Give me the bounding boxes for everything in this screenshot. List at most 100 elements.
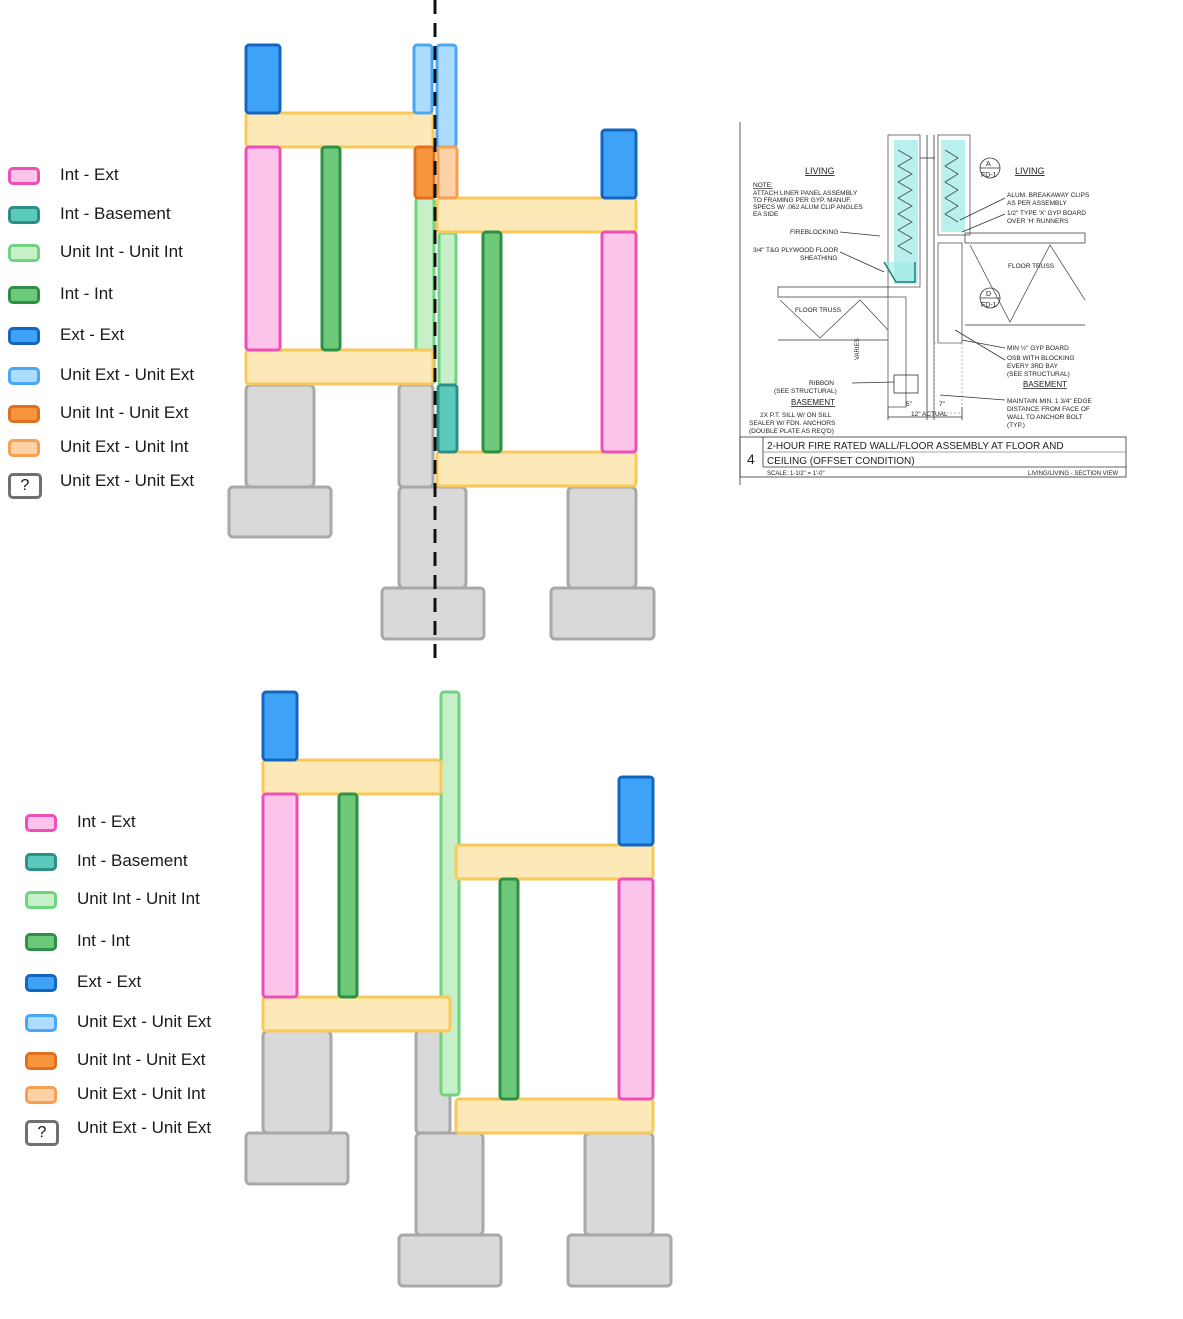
legend-label: Int - Basement — [77, 851, 188, 870]
legend-swatch — [8, 439, 40, 457]
maintain-label: DISTANCE FROM FACE OF — [1007, 406, 1090, 413]
osb-label: EVERY 3RD BAY — [1007, 363, 1059, 370]
title-block — [739, 436, 1127, 478]
legend-label: Unit Int - Unit Ext — [60, 403, 189, 422]
foundation-wall — [261, 1029, 333, 1135]
varies-label: VARIES — [855, 338, 861, 360]
maintain-label: WALL TO ANCHOR BOLT — [1007, 414, 1083, 421]
legend-label: Int - Ext — [77, 812, 136, 831]
note-line: EA SIDE — [753, 211, 779, 218]
floor-plate — [244, 348, 435, 386]
living-label-left: LIVING — [805, 166, 835, 176]
note-line: SPECS W/ .062 ALUM CLIP ANGLES — [753, 204, 863, 211]
legend-label: Unit Ext - Unit Int — [60, 437, 189, 456]
floor-truss-left: FLOOR TRUSS — [795, 307, 842, 314]
sill-label: SEALER W/ FDN. ANCHORS — [749, 420, 836, 427]
legend-label: Ext - Ext — [77, 972, 142, 991]
floor-plate — [261, 995, 452, 1033]
footing — [566, 1233, 673, 1288]
floor-plate — [454, 1097, 655, 1135]
title-number: 4 — [747, 451, 755, 467]
top-diagram — [227, 0, 656, 664]
legend-swatch — [25, 1052, 57, 1070]
legend-swatch — [8, 206, 40, 224]
legend-swatch — [8, 405, 40, 423]
wall-unit-int-unit-ext — [413, 145, 436, 200]
ribbon-label: (SEE STRUCTURAL) — [774, 388, 837, 395]
foundation-wall — [583, 1131, 655, 1237]
wall-int-basement — [436, 383, 459, 454]
wall-int-ext — [261, 792, 299, 999]
foundation-wall — [566, 485, 638, 590]
legend-swatch — [8, 286, 40, 304]
wall-unit-int-unit-int — [437, 231, 458, 387]
legend-label: Int - Ext — [60, 165, 119, 184]
legend-label: Unit Ext - Unit Ext — [60, 365, 195, 384]
title-line: CEILING (OFFSET CONDITION) — [767, 456, 915, 467]
legend-label: Unit Ext - Unit Ext — [77, 1118, 212, 1137]
footing — [244, 1131, 350, 1186]
legend-label: Int - Int — [77, 931, 130, 950]
maintain-label: (TYP.) — [1007, 422, 1025, 429]
question-icon: ? — [8, 473, 42, 499]
dim-12: 12" ACTUAL — [911, 411, 948, 418]
wall-unit-int-unit-int — [439, 690, 461, 1097]
legend-swatch — [25, 853, 57, 871]
legend-swatch — [25, 933, 57, 951]
foundation-wall — [397, 383, 435, 489]
floor-truss-right: FLOOR TRUSS — [1008, 263, 1055, 270]
wall-int-int — [320, 145, 342, 352]
floor-plate — [435, 450, 638, 488]
wall-int-ext — [617, 877, 655, 1101]
legend-label: Unit Ext - Unit Int — [77, 1084, 206, 1103]
view-label: LIVING/LIVING - SECTION VIEW — [1028, 471, 1118, 477]
legend-swatch — [8, 327, 40, 345]
wall-int-int — [337, 792, 359, 999]
legend-label: Unit Ext - Unit Ext — [60, 471, 195, 490]
ribbon-label: RIBBON — [809, 380, 834, 387]
living-label-right: LIVING — [1015, 166, 1045, 176]
legend-label: Int - Basement — [60, 204, 171, 223]
note-line: TO FRAMING PER GYP. MANUF. — [753, 197, 852, 204]
question-icon: ? — [25, 1120, 59, 1146]
floor-plate — [454, 843, 655, 881]
floor-plate — [244, 111, 435, 149]
wall-int-ext — [600, 230, 638, 454]
legend-swatch — [25, 814, 57, 832]
legend-label: Ext - Ext — [60, 325, 125, 344]
sill-label: 2X P.T. SILL W/ ON SILL — [760, 412, 832, 419]
dim-7: 7" — [939, 401, 946, 408]
wall-ext-ext — [244, 43, 282, 115]
legend-swatch — [8, 167, 40, 185]
legend-label: Unit Ext - Unit Ext — [77, 1012, 212, 1031]
tag-a-ref: FD-1 — [981, 172, 997, 179]
wall-int-int — [498, 877, 520, 1101]
legend-swatch — [25, 1086, 57, 1104]
basement-label-left: BASEMENT — [791, 398, 835, 407]
note-line: ATTACH LINER PANEL ASSEMBLY — [753, 190, 858, 197]
callout-right: AS PER ASSEMBLY — [1007, 200, 1068, 207]
fireblocking-label: FIREBLOCKING — [790, 229, 838, 236]
plywood-label: SHEATHING — [800, 255, 837, 262]
wall-int-ext — [244, 145, 282, 352]
dim-5: 5" — [906, 401, 913, 408]
note-heading: NOTE: — [753, 182, 773, 189]
plywood-label: 3/4" T&G PLYWOOD FLOOR — [753, 247, 838, 254]
osb-label: (SEE STRUCTURAL) — [1007, 371, 1070, 378]
maintain-label: MAINTAIN MIN. 1 3/4" EDGE — [1007, 398, 1093, 405]
fire-wall-highlight — [894, 140, 918, 284]
wall-ext-ext — [617, 775, 655, 847]
legend-swatch — [25, 974, 57, 992]
floor-plate — [261, 758, 443, 796]
legend-label: Unit Int - Unit Int — [60, 242, 183, 261]
legend-swatch — [25, 1014, 57, 1032]
footing — [549, 586, 656, 641]
sill-label: (DOUBLE PLATE AS REQ'D) — [749, 428, 834, 435]
legend-swatch — [25, 891, 57, 909]
title-line: 2-HOUR FIRE RATED WALL/FLOOR ASSEMBLY AT… — [767, 441, 1064, 452]
foundation-wall — [414, 1131, 485, 1237]
tag-a-letter: A — [986, 161, 991, 168]
wall-ext-ext — [600, 128, 638, 200]
legend-swatch — [8, 244, 40, 262]
